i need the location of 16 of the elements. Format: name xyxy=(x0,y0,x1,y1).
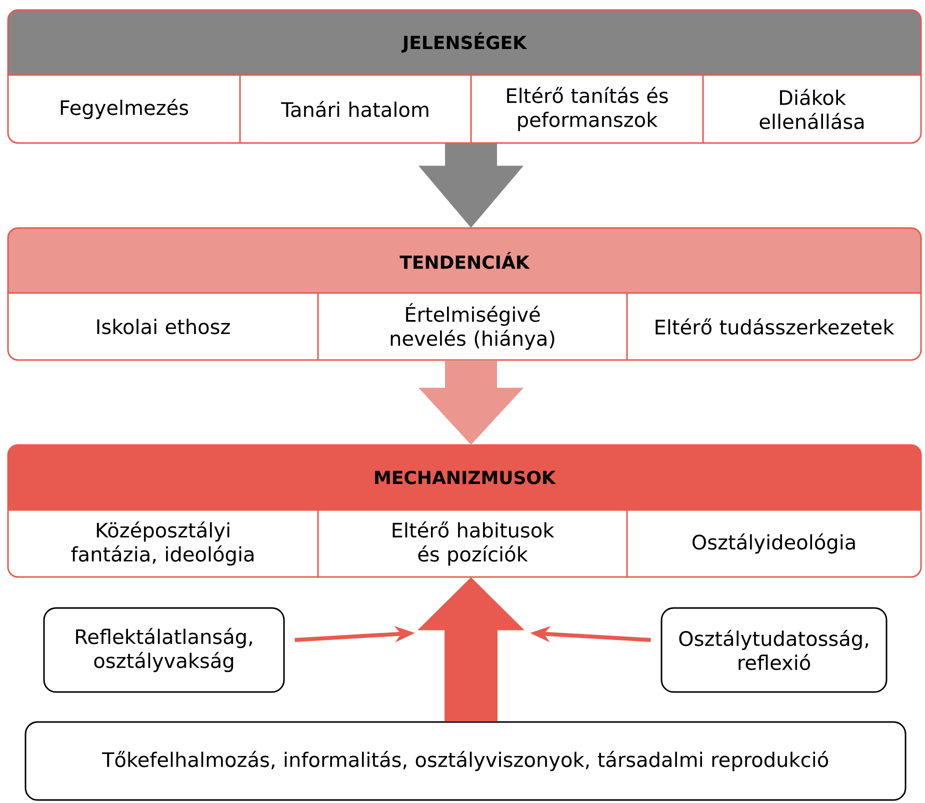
table-cell: Diákok ellenállása xyxy=(760,88,864,130)
text-box: Reflektálatlanság, osztályvakság xyxy=(43,607,285,693)
table-cell: Iskolai ethosz xyxy=(97,318,230,334)
block-arrow xyxy=(418,360,524,445)
table-cell: Értelmiségivé nevelés (hiánya) xyxy=(390,303,554,350)
table-cell: Fegyelmezés xyxy=(60,98,188,120)
table-cell: Eltérő tudásszerkezetek xyxy=(656,318,894,335)
text-box: Osztálytudatosság, reflexió xyxy=(660,607,888,693)
block-arrow xyxy=(418,143,524,228)
table-cell: Osztályideológia xyxy=(692,533,855,554)
table-cell: Középosztályi fantázia, ideológia xyxy=(71,521,254,566)
table-cell: Eltérő habitusok és pozíciók xyxy=(392,521,554,566)
table-cell: Eltérő tanítás és peformanszok xyxy=(507,86,668,132)
block-arrow xyxy=(418,577,524,722)
text-box: Tőkefelhalmozás, informalitás, osztályviszonyok, társadalmi reprodukció xyxy=(24,721,906,801)
table-cell: Tanári hatalom xyxy=(281,100,428,118)
